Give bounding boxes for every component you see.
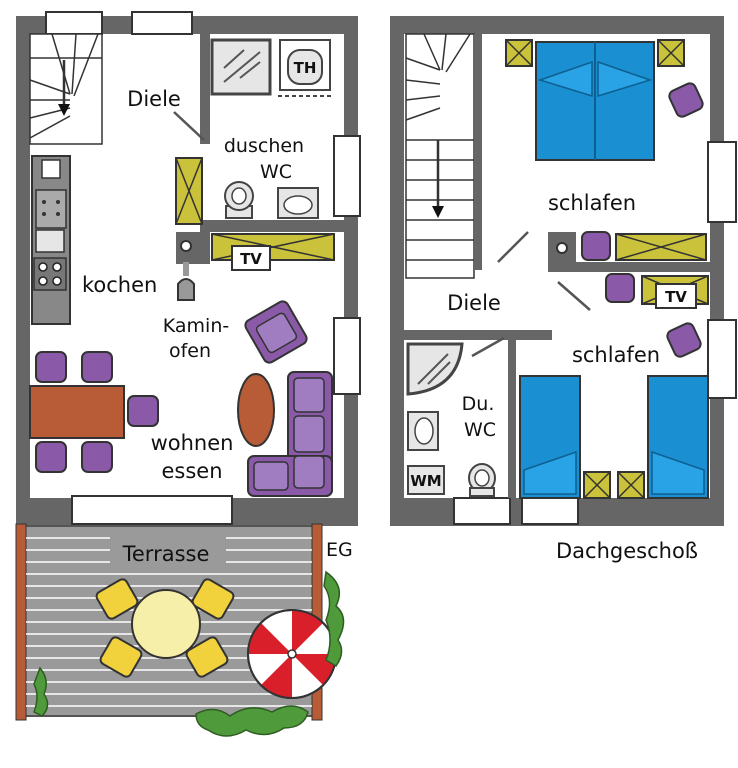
window bbox=[707, 141, 737, 223]
wall bbox=[200, 34, 210, 144]
svg-text:WM: WM bbox=[410, 472, 441, 490]
wall bbox=[200, 220, 344, 232]
parasol bbox=[247, 609, 337, 699]
door bbox=[557, 281, 591, 311]
dining-set bbox=[29, 351, 159, 473]
wall bbox=[508, 330, 516, 498]
upper-floor: schlafen Diele TV schlafen bbox=[390, 16, 737, 563]
toilet-icon bbox=[224, 181, 254, 219]
window bbox=[333, 317, 361, 395]
door bbox=[173, 111, 205, 141]
patio-set bbox=[95, 578, 235, 678]
eg-stairs bbox=[29, 33, 103, 145]
label-essen: essen bbox=[161, 459, 222, 483]
window bbox=[453, 497, 511, 525]
tv-cabinet-dg: TV bbox=[641, 275, 709, 309]
chair bbox=[605, 273, 635, 303]
corner-shower-icon bbox=[406, 342, 464, 396]
corner-sofa bbox=[247, 371, 333, 497]
terrace-label-bg bbox=[110, 536, 226, 568]
wall bbox=[548, 262, 710, 272]
chair bbox=[668, 82, 704, 118]
single-bed-left bbox=[519, 375, 581, 499]
door bbox=[471, 336, 505, 358]
fireplace-icon bbox=[177, 240, 195, 301]
window bbox=[333, 135, 361, 217]
window bbox=[45, 11, 103, 35]
room-label-duschen: duschen bbox=[224, 135, 304, 157]
room-label-schlafen-top: schlafen bbox=[548, 191, 636, 215]
room-label-kochen: kochen bbox=[82, 273, 157, 297]
door bbox=[497, 231, 529, 263]
armchair bbox=[244, 300, 308, 364]
tv-cabinet: TV bbox=[211, 233, 335, 271]
tv-label-dg: TV bbox=[665, 288, 687, 306]
chair bbox=[581, 231, 611, 261]
label-du: Du. bbox=[462, 393, 495, 415]
ground-floor: TH duschen WC Diele bbox=[16, 11, 361, 526]
nightstand bbox=[505, 39, 685, 67]
label-kamin: Kamin- bbox=[163, 315, 229, 337]
window bbox=[131, 11, 193, 35]
room-label-diele-eg: Diele bbox=[127, 87, 181, 111]
svg-text:TH: TH bbox=[294, 59, 317, 77]
room-label-wc: WC bbox=[260, 161, 292, 183]
cabinet bbox=[175, 157, 203, 225]
wall bbox=[474, 34, 482, 270]
label-ofen: ofen bbox=[169, 340, 211, 362]
wardrobe bbox=[615, 233, 707, 261]
window bbox=[521, 497, 579, 525]
dg-stairs bbox=[405, 33, 475, 279]
kitchen-counter bbox=[31, 155, 71, 325]
terrace-door bbox=[71, 495, 233, 525]
terrace: Terrasse EG bbox=[15, 523, 353, 737]
coffee-table bbox=[237, 373, 275, 447]
sink-icon bbox=[277, 187, 319, 219]
double-bed-top bbox=[535, 41, 655, 161]
toilet-icon bbox=[468, 463, 496, 497]
washing-machine-icon: WM bbox=[407, 465, 445, 495]
nightstand bbox=[583, 471, 645, 499]
single-bed-right bbox=[647, 375, 709, 499]
room-label-diele-dg: Diele bbox=[447, 291, 501, 315]
label-dachgeschoss: Dachgeschoß bbox=[556, 539, 698, 563]
column-icon bbox=[556, 242, 568, 254]
label-wc-dg: WC bbox=[464, 419, 496, 441]
th-unit: TH bbox=[279, 39, 331, 91]
label-eg: EG bbox=[326, 539, 353, 561]
plants bbox=[33, 570, 345, 737]
chair bbox=[666, 322, 702, 358]
shower-icon bbox=[210, 38, 272, 96]
window bbox=[707, 319, 737, 399]
room-label-schlafen-bottom: schlafen bbox=[572, 343, 660, 367]
sink-icon bbox=[407, 411, 439, 451]
label-wohnen: wohnen bbox=[151, 431, 234, 455]
label-terrasse: Terrasse bbox=[122, 542, 210, 566]
wall bbox=[404, 330, 552, 340]
tv-label-eg: TV bbox=[240, 250, 262, 268]
